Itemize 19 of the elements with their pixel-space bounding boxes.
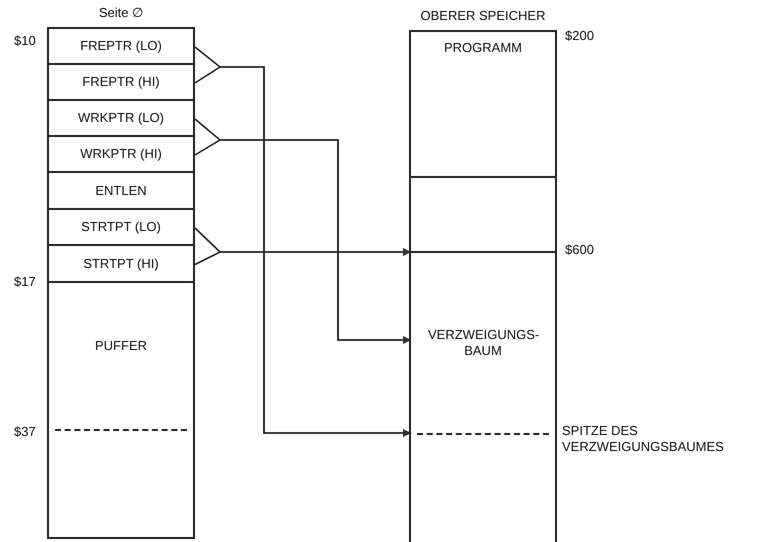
address-label: $17 (14, 274, 36, 289)
cell-label: WRKPTR (HI) (80, 146, 162, 162)
annotation-text: SPITZE DES VERZWEIGUNGSBAUMES (562, 423, 725, 455)
column-title: OBERER SPEICHER (420, 8, 546, 23)
address-label: $37 (14, 424, 36, 439)
cell-label: STRTPT (LO) (81, 219, 161, 235)
address-label: $10 (14, 33, 36, 48)
cell-label: STRTPT (HI) (83, 256, 159, 272)
cell-label: ENTLEN (95, 182, 147, 198)
cell-label: WRKPTR (LO) (78, 110, 164, 126)
address-label: $200 (565, 28, 594, 43)
cell-label: FREPTR (LO) (80, 38, 162, 54)
arrow (194, 248, 411, 266)
column-title: Seite ∅ (98, 5, 144, 20)
cell-label: VERZWEIGUNGS- BAUM (428, 327, 538, 359)
cell-label: PROGRAMM (444, 40, 522, 56)
address-label: $600 (565, 242, 594, 257)
cell-label: FREPTR (HI) (82, 74, 160, 90)
cell-label: PUFFER (95, 338, 147, 354)
